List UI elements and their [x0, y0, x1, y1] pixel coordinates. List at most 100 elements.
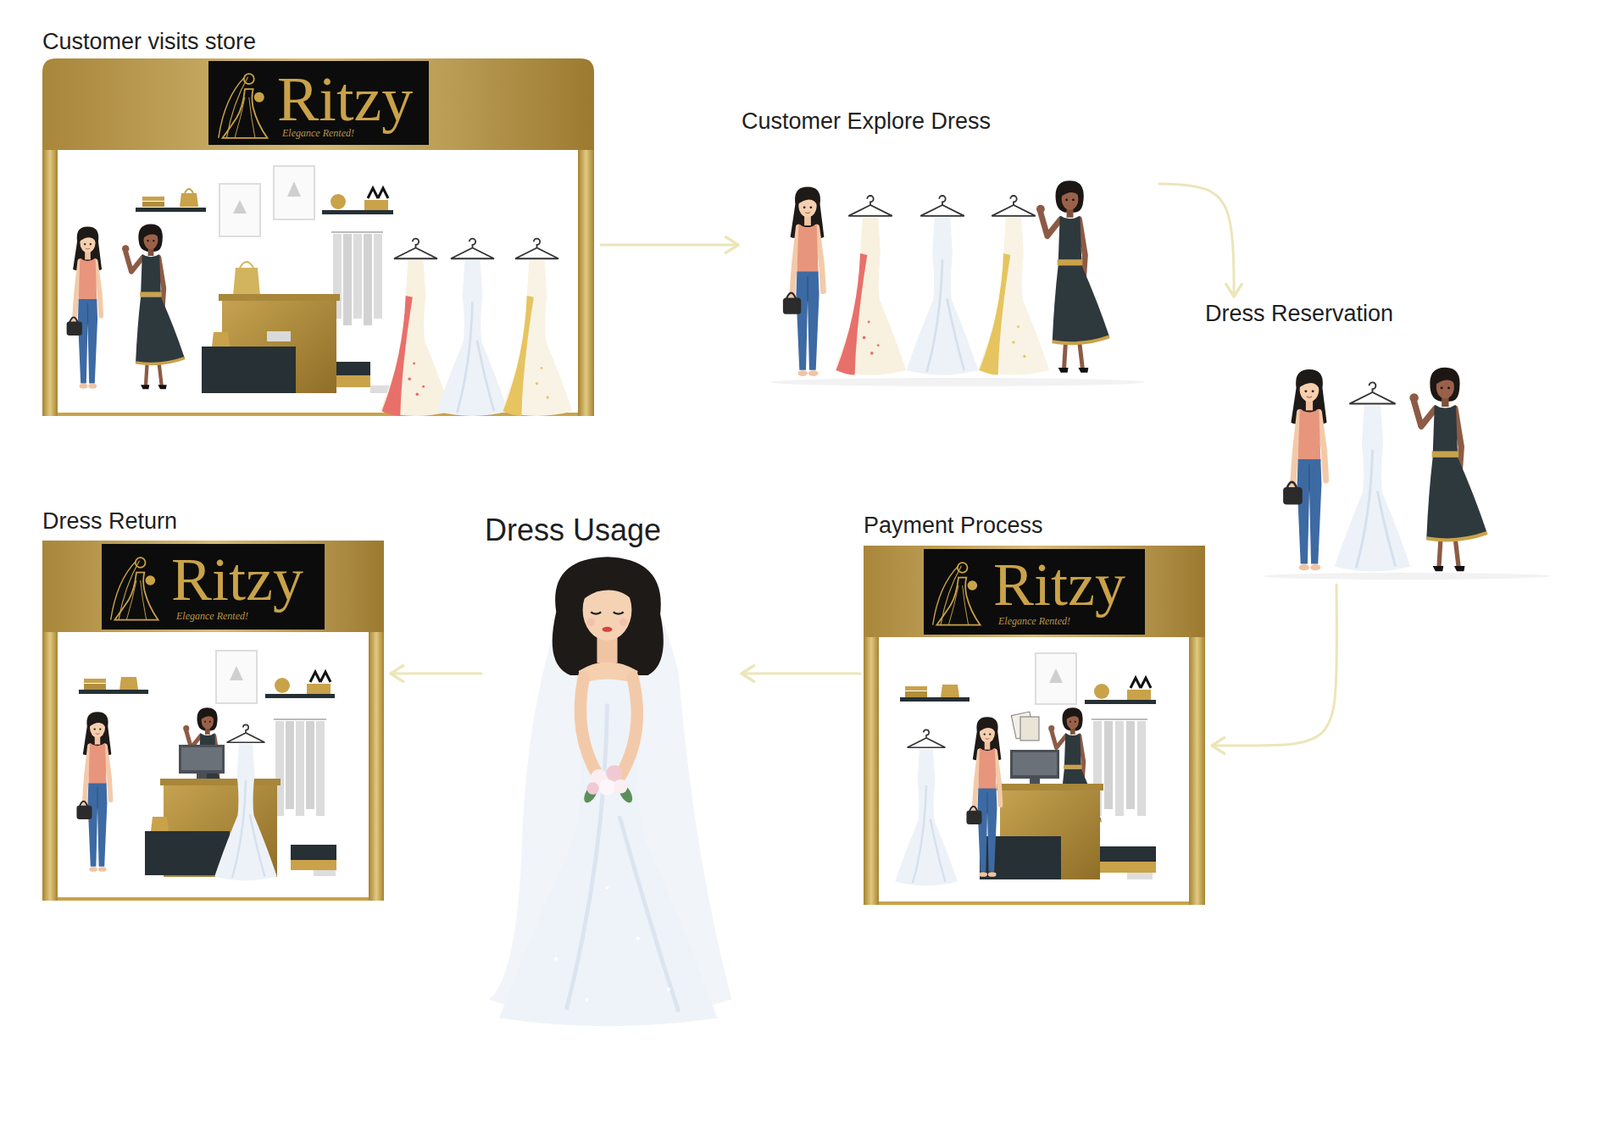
store-interior [66, 226, 102, 389]
store-interior [290, 860, 337, 871]
store-interior [83, 683, 106, 690]
store-interior [78, 689, 149, 695]
step-node: Dress Reservation [1205, 300, 1545, 582]
brand-tagline: Elegance Rented! [282, 127, 355, 139]
store-interior [273, 718, 327, 721]
store-interior [1091, 718, 1148, 721]
store-facade [42, 632, 58, 901]
store-interior [76, 650, 337, 881]
store-interior [336, 375, 371, 388]
explore-scene [1036, 180, 1110, 373]
store-facade [923, 549, 1145, 635]
store-interior [239, 261, 254, 268]
brand-name: Ritzy [993, 554, 1126, 616]
store-interior [66, 166, 573, 417]
store-interior [894, 729, 958, 886]
store-interior [233, 267, 261, 296]
store-interior [1115, 721, 1124, 817]
store-interior [216, 650, 257, 704]
explore-scene [906, 195, 979, 376]
store-interior [353, 233, 362, 319]
flow-arrow [1159, 183, 1234, 297]
store-interior [181, 747, 223, 771]
store-facade [57, 897, 369, 901]
brand-tagline: Elegance Rented! [176, 611, 249, 622]
store-interior [1049, 668, 1063, 684]
store-facade [368, 632, 384, 901]
store-interior [233, 200, 247, 214]
store-facade [42, 58, 595, 417]
store-interior [316, 721, 325, 817]
store-interior [1084, 700, 1156, 705]
store-interior [265, 694, 335, 699]
store-facade [878, 901, 1189, 906]
store-interior [1130, 677, 1151, 689]
store-interior [1126, 721, 1135, 810]
store-interior [142, 196, 165, 201]
store-interior [322, 210, 394, 215]
store-interior [343, 233, 352, 326]
store-interior [1127, 689, 1151, 700]
store-facade [42, 540, 384, 633]
store-interior [142, 201, 165, 207]
flow-arrow [390, 672, 482, 676]
store-facade [863, 545, 1206, 906]
step-title: Dress Reservation [1205, 300, 1545, 328]
store-interior [1094, 683, 1110, 700]
store-interior [331, 231, 384, 234]
store-interior [274, 677, 290, 694]
reservation-scene [1283, 369, 1327, 571]
step-title: Payment Process [863, 511, 1209, 539]
store-facade [42, 540, 384, 901]
store-interior [1010, 750, 1060, 779]
store-interior [364, 200, 389, 211]
reservation-scene [1262, 367, 1551, 580]
store-interior [367, 188, 389, 199]
store-interior [1020, 716, 1039, 741]
store-facade [218, 73, 268, 139]
bride-figure [488, 556, 733, 1027]
step-title: Customer visits store [42, 27, 598, 56]
store-interior [266, 331, 291, 342]
explore-scene [977, 195, 1050, 376]
store-interior [894, 653, 1156, 886]
step-title: Dress Return [42, 507, 388, 535]
store-interior [313, 870, 336, 877]
store-facade [863, 637, 879, 906]
store-interior [363, 233, 373, 326]
store-interior [305, 721, 315, 810]
store-interior [310, 672, 331, 683]
store-interior [201, 346, 296, 394]
store-interior [905, 686, 928, 691]
reservation-scene [1262, 572, 1551, 580]
store-interior [437, 238, 509, 417]
store-interior [184, 188, 194, 194]
store-facade [208, 61, 429, 145]
store-interior [1127, 872, 1153, 880]
store-facade [577, 150, 595, 417]
store-facade [878, 637, 1189, 903]
step-node: Dress Usage [484, 511, 739, 1031]
store-interior [996, 783, 1104, 791]
store-interior [501, 238, 573, 417]
store-interior [273, 166, 315, 220]
store-facade [933, 562, 981, 626]
brand-name: Ritzy [277, 67, 413, 131]
flow-arrow [1211, 584, 1337, 746]
store-interior [229, 666, 244, 681]
store-interior [211, 332, 230, 347]
store-facade [42, 58, 595, 150]
explore-scene [783, 187, 824, 378]
store-facade [1188, 637, 1206, 906]
store-interior [380, 238, 452, 417]
store-interior [306, 683, 331, 695]
store-interior [160, 778, 281, 786]
store-interior [336, 361, 371, 376]
store-interior [179, 193, 199, 207]
store-interior [119, 677, 139, 690]
store-facade [42, 150, 58, 417]
explore-scene [771, 377, 1145, 387]
store-interior [285, 721, 295, 810]
store-interior [83, 678, 106, 684]
